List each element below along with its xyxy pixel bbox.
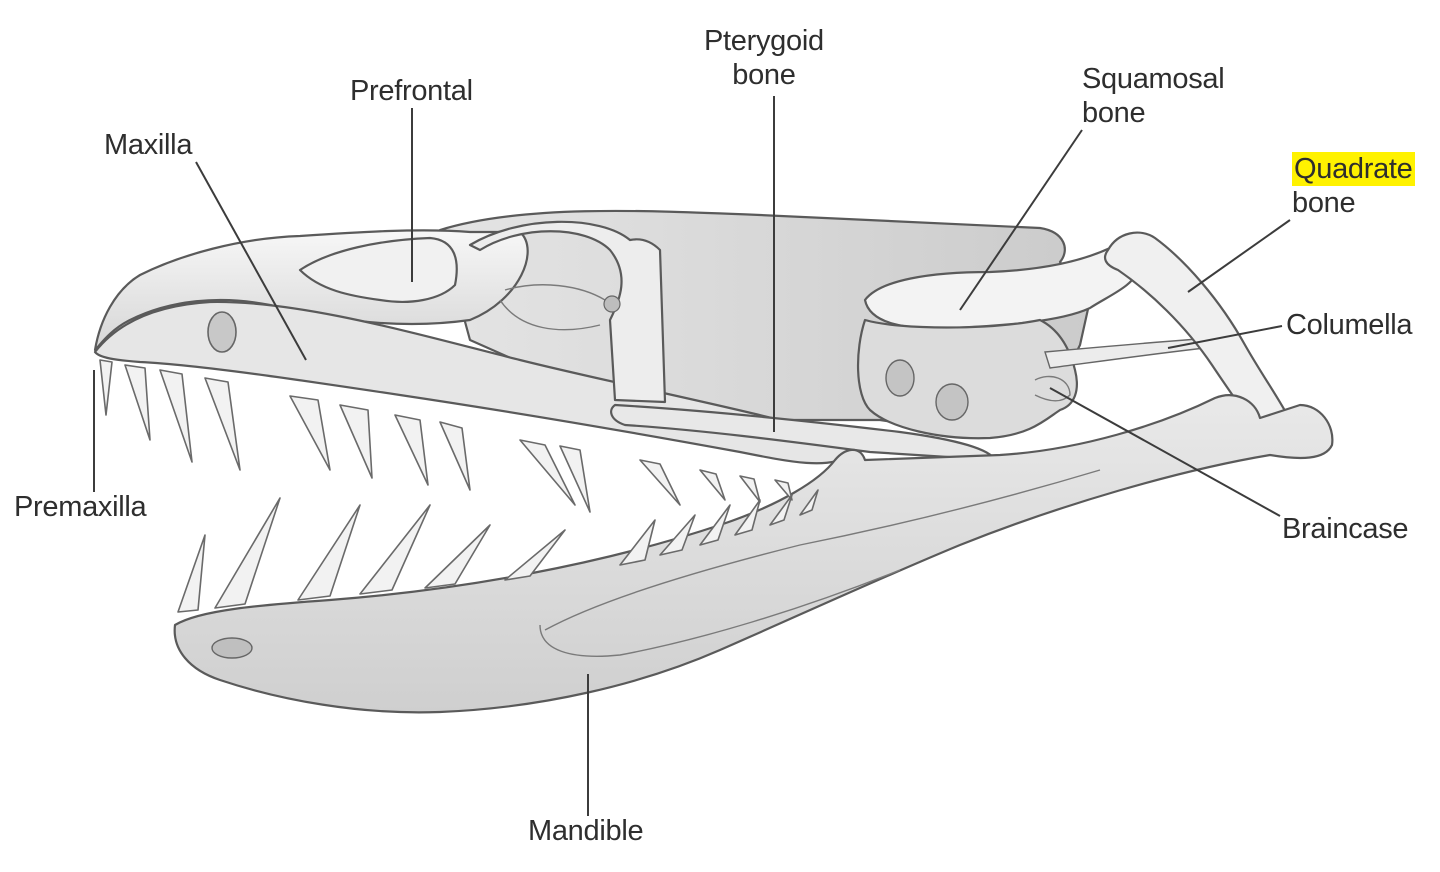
upper-teeth <box>99 359 793 513</box>
leader-braincase <box>1049 387 1281 517</box>
label-pterygoid-line2: bone <box>732 59 796 91</box>
label-premaxilla: Premaxilla <box>14 491 147 523</box>
leader-maxilla <box>195 161 307 361</box>
label-prefrontal: Prefrontal <box>350 75 473 107</box>
label-squamosal-line1: Squamosal <box>1082 63 1225 95</box>
label-quadrate-line2: bone <box>1292 187 1356 219</box>
leader-squamosal <box>959 129 1083 311</box>
label-columella: Columella <box>1286 309 1413 341</box>
label-quadrate-line1: Quadrate <box>1292 152 1415 186</box>
label-squamosal: Squamosal bone <box>1082 62 1225 130</box>
label-braincase: Braincase <box>1282 513 1409 545</box>
prefrontal-bone <box>298 236 458 303</box>
braincase-bone <box>857 318 1078 440</box>
leader-quadrate <box>1187 219 1291 293</box>
postorbital-bone <box>468 220 667 404</box>
leader-columella <box>1167 325 1283 349</box>
lower-teeth <box>177 489 819 613</box>
label-maxilla: Maxilla <box>104 129 193 161</box>
label-squamosal-line2: bone <box>1082 97 1146 129</box>
label-quadrate-highlight: Quadrate <box>1292 152 1415 186</box>
label-pterygoid: Pterygoid bone <box>704 24 824 92</box>
label-quadrate: Quadrate bone <box>1292 152 1415 220</box>
label-mandible: Mandible <box>528 815 644 847</box>
label-pterygoid-line1: Pterygoid <box>704 25 824 57</box>
